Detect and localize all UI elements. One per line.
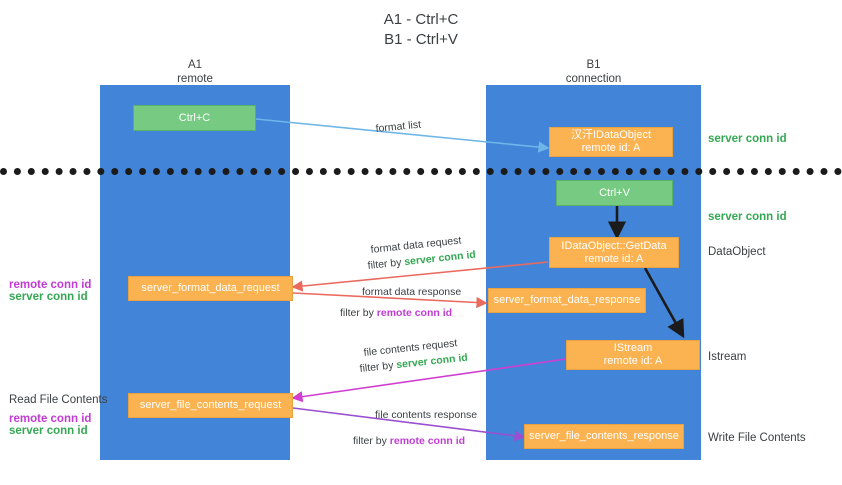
label-server-conn-id-mid: server conn id	[708, 211, 787, 223]
section-divider	[0, 168, 842, 175]
filter-by-2-value: remote conn id	[376, 307, 453, 319]
box-server-file-contents-response[interactable]: server_file_contents_response	[524, 424, 684, 449]
page-title: A1 - Ctrl+C B1 - Ctrl+V	[383, 11, 459, 48]
annotation-filter-by-2: filter by remote conn id	[340, 306, 452, 320]
filter-by-4-prefix: filter by	[353, 435, 390, 447]
box-ole-get-clipboard[interactable]: 汉汗IDataObject remote id: A	[549, 127, 673, 157]
box-ctrl-c[interactable]: Ctrl+C	[133, 105, 256, 131]
label-server-conn-id-1: server conn id	[9, 291, 88, 303]
filter-by-4-value: remote conn id	[389, 435, 466, 447]
box-idataobject-getdata[interactable]: IDataObject::GetData remote id: A	[549, 237, 679, 268]
annotation-file-contents-response: file contents response	[375, 409, 478, 421]
label-remote-conn-id-1: remote conn id	[9, 279, 92, 291]
filter-by-3-prefix: filter by	[359, 359, 397, 375]
filter-by-1-prefix: filter by	[367, 256, 405, 272]
label-dataobject: DataObject	[708, 246, 766, 258]
box-istream[interactable]: IStream remote id: A	[566, 340, 700, 370]
column-header-left: A1 remote	[177, 59, 213, 85]
box-ctrl-v[interactable]: Ctrl+V	[556, 180, 673, 206]
box-server-file-contents-request[interactable]: server_file_contents_request	[128, 393, 293, 418]
label-remote-conn-id-2: remote conn id	[9, 413, 92, 425]
box-server-format-data-response[interactable]: server_format_data_response	[488, 288, 646, 313]
annotation-filter-by-4: filter by remote conn id	[353, 434, 465, 448]
label-server-conn-id-2: server conn id	[9, 425, 88, 437]
annotation-format-list: format list	[375, 118, 422, 135]
label-server-conn-id-top: server conn id	[708, 133, 787, 145]
annotation-format-data-response: format data response	[362, 286, 462, 298]
box-server-format-data-request[interactable]: server_format_data_request	[128, 276, 293, 301]
label-read-file-contents: Read File Contents	[9, 394, 108, 406]
label-istream: Istream	[708, 351, 747, 363]
filter-by-2-prefix: filter by	[340, 307, 377, 319]
column-header-right: B1 connection	[565, 59, 622, 85]
label-write-file-contents: Write File Contents	[708, 432, 806, 444]
